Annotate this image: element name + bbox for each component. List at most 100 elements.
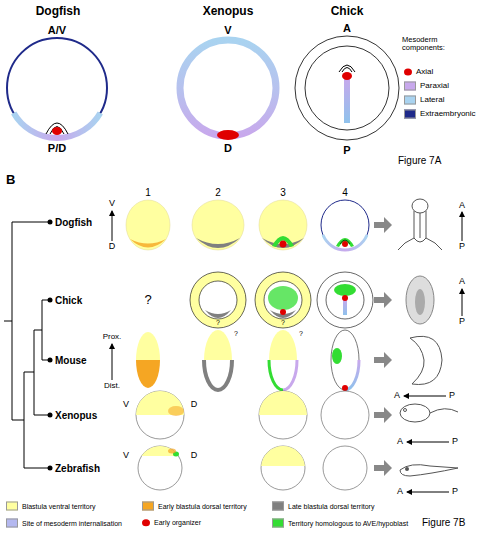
axis-label: P (459, 242, 465, 252)
legend-swatch (6, 502, 18, 511)
legend-text: Site of mesoderm internalisation (22, 519, 122, 527)
axis-label: P (449, 391, 455, 401)
legend-heading: Mesoderm components: (402, 36, 478, 53)
axis-label: A (397, 487, 403, 497)
xenopus-stage-part (168, 406, 184, 416)
legend-entry: Site of mesoderm internalisation (6, 519, 122, 528)
zebrafish-stage-part (168, 449, 176, 454)
legend-text: Early organizer (154, 519, 201, 527)
mouse-stage-part (331, 330, 359, 390)
block-arrow-part (374, 217, 392, 233)
mouse-stage-part (204, 360, 232, 390)
legend-text: Paraxial (420, 82, 449, 91)
legend-entry: Paraxial (404, 82, 449, 91)
species-name: Mouse (55, 355, 87, 366)
chick-stage-part (342, 295, 348, 301)
legend-text: Territory homologous to AVE/hypoblast (288, 519, 408, 527)
chick-stage-part (205, 310, 231, 318)
axis-label: A (394, 391, 400, 401)
axis-label: D (224, 142, 232, 154)
mouse-stage-part (136, 360, 160, 388)
dogfish-stage-part (321, 200, 369, 250)
question-mark: ? (234, 330, 238, 338)
legend-swatch (142, 520, 150, 527)
axis-label: A (397, 437, 403, 447)
chick-stage-part (255, 272, 311, 328)
legend-entry: Early blastula dorsal territory (142, 502, 247, 511)
chick-embryo-part (406, 276, 434, 324)
legend-entry: Blastula ventral territory (6, 502, 96, 511)
xenopus-embryo (400, 404, 458, 422)
species-name: Zebrafish (55, 463, 100, 474)
chick-stage-part (190, 272, 246, 328)
dogfish-stage (126, 200, 369, 250)
mouse-stage-part (342, 385, 348, 391)
xenopus-stage-part (322, 416, 368, 420)
mouse-stage-part (204, 330, 232, 360)
mouse-embryo (410, 336, 442, 384)
axis-label: Prox. (103, 333, 122, 342)
axis-label: A (343, 22, 351, 34)
legend-swatch (404, 96, 416, 105)
phylogenetic-tree-part (48, 413, 53, 418)
legend-swatch (6, 519, 18, 528)
mouse-stage-part (136, 332, 160, 360)
axis-arrow-part (407, 442, 449, 443)
legend-entry: Early organizer (142, 519, 201, 527)
mouse-stage (136, 330, 359, 391)
axis-arrow-part (462, 212, 463, 241)
dogfish-embryo-part (412, 199, 428, 213)
axis-label: P (459, 317, 465, 327)
chick-mesoderm-map-part (342, 72, 352, 80)
xenopus-mesoderm-map-part (180, 40, 276, 136)
mouse-embryo-part (410, 336, 442, 384)
zebrafish-embryo-part (400, 465, 458, 476)
legend-swatch (404, 68, 412, 75)
chick-embryo (406, 276, 434, 324)
axis-arrow-part (462, 289, 463, 316)
xenopus-stage (136, 391, 369, 439)
legend-text: Blastula ventral territory (22, 502, 96, 510)
legend-swatch (142, 502, 154, 511)
zebrafish-stage-part (323, 446, 367, 490)
dogfish-mesoderm-map-part (14, 113, 101, 138)
dogfish-mesoderm-map-part (50, 127, 64, 135)
xenopus-stage-part (259, 391, 307, 415)
axis-label: P (343, 144, 350, 156)
legend-entry: Territory homologous to AVE/hypoblast (272, 519, 408, 528)
dogfish-stage-part (192, 200, 244, 250)
legend-text: Lateral (420, 96, 444, 105)
axis-label: D (109, 242, 116, 252)
zebrafish-stage-part (261, 446, 305, 490)
dogfish-stage-part (130, 239, 166, 248)
mouse-stage-part (345, 360, 359, 390)
chick-mesoderm-map-part (344, 77, 350, 123)
chick-mesoderm-map-part (342, 68, 352, 73)
xenopus-embryo-part (430, 409, 458, 413)
column-number: 1 (145, 187, 151, 198)
mouse-stage-part (269, 330, 297, 360)
chick-stage-part (326, 281, 364, 319)
axis-label: Dist. (104, 382, 120, 391)
block-arrow-part (374, 292, 392, 308)
chick-mesoderm-map-part (305, 46, 389, 130)
dogfish-stage-part (272, 236, 294, 247)
dogfish-stage-part (126, 200, 170, 250)
column-number: 3 (280, 187, 286, 198)
zebrafish-stage-part (138, 446, 182, 490)
legend-entry: Axial (404, 68, 433, 77)
species-title: Xenopus (203, 5, 254, 18)
legend-swatch (404, 82, 416, 91)
axis-label: A (459, 201, 465, 211)
legend-swatch (272, 519, 284, 528)
dogfish-embryo (398, 199, 442, 250)
dogfish-stage-part (280, 241, 287, 248)
block-arrow-part (374, 407, 392, 423)
dogfish-mesoderm-map (7, 38, 107, 138)
legend-text: Axial (416, 68, 433, 77)
xenopus-stage-part (259, 391, 307, 439)
legend-entry: Extraembryonic (404, 110, 476, 119)
xenopus-stage-part (136, 391, 184, 415)
legend-entry: Late blastula dorsal territory (272, 502, 374, 511)
